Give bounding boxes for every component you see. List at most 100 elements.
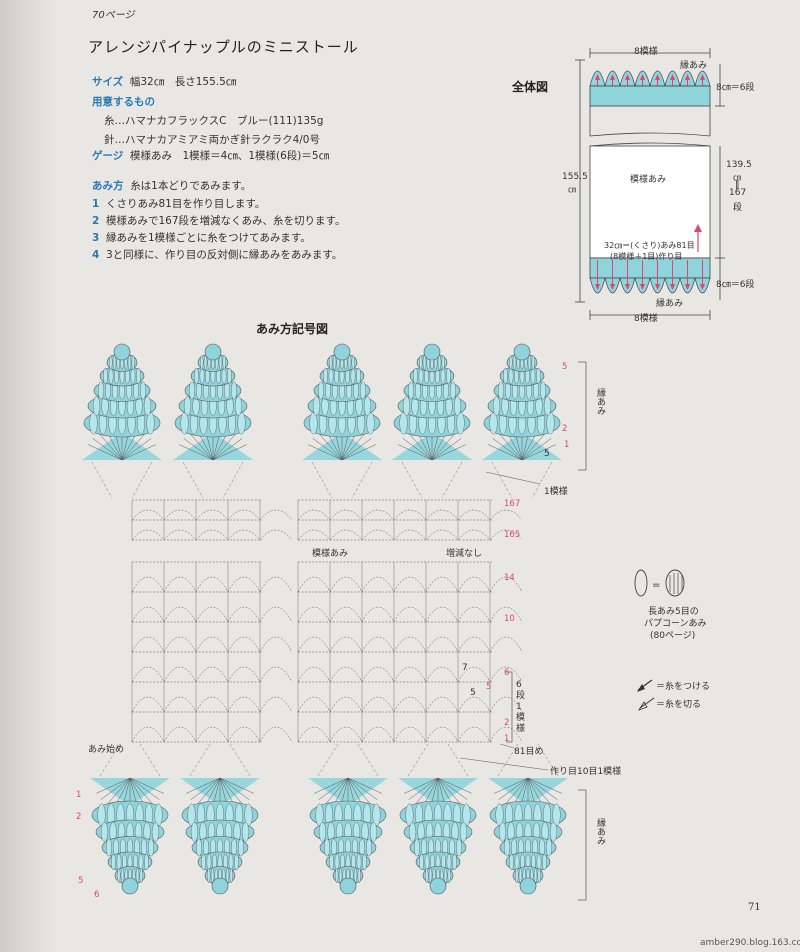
popcorn-stitch [101,396,109,416]
fan-stitch [100,777,131,800]
popcorn-stitch [357,411,366,435]
popcorn-stitch [325,803,334,827]
popcorn-stitch [215,355,219,370]
fan-stitch [347,777,365,809]
connector-line [357,743,379,777]
motif-scallop [107,851,153,873]
chain-arch [195,509,229,521]
popcorn-stitch [111,381,118,400]
overview-scallop [634,277,651,294]
fan-stitch [212,444,247,461]
popcorn-stitch [531,355,535,370]
fan-stitch [331,777,349,809]
chain-arch [227,509,261,521]
popcorn-stitch [111,853,116,871]
chain-arch [131,636,165,653]
popcorn-stitch [509,396,518,416]
pattern-title: アレンジパイナップルのミニストール [88,38,359,56]
popcorn-stitch [514,853,520,871]
motif-scallop [487,393,557,419]
popcorn-stitch [509,853,514,871]
popcorn-stitch [230,838,237,857]
popcorn-stitch [498,822,507,842]
overview-scallop [694,70,711,87]
popcorn-stitch [362,853,367,871]
popcorn-stitch [526,396,535,416]
overview-arrowhead [595,74,600,80]
popcorn-stitch [154,803,163,827]
motif-scallop [319,836,377,859]
overview-body-rows-unit: 段 [733,203,743,213]
pineapple-motif [308,777,388,895]
popcorn-stitch [456,838,463,857]
popcorn-stitch [132,381,139,400]
overview-body-eq: ‖ [735,180,740,190]
popcorn-stitch [536,853,542,871]
popcorn-stitch [435,838,442,857]
popcorn-stitch [244,803,253,827]
chain-arch [457,529,491,541]
popcorn-stitch [419,853,424,871]
row-label-10: 10 [504,614,515,624]
pineapple-motif [180,777,260,895]
chain-arch [297,576,331,593]
motif-scallop [403,819,473,845]
popcorn-stitch [428,838,435,857]
popcorn-stitch [114,367,119,385]
popcorn-stitch [414,838,421,857]
popcorn-stitch [147,838,154,857]
motif-scallop [483,408,561,438]
popcorn-stitch [124,868,128,883]
popcorn-stitch [125,381,132,400]
popcorn-stitch [434,355,438,370]
popcorn-stitch [201,853,206,871]
chain-arch [361,666,395,683]
overview-arrowhead [595,284,600,290]
edge-row-5-top: 5 [562,362,568,372]
overview-pattern: 模様あみ [630,175,667,185]
motif-base-triangle [398,778,478,806]
popcorn-stitch [228,853,234,871]
popcorn-stitch [543,396,552,416]
chain-arch [425,696,459,713]
edge-row-6-bottom: 6 [94,890,100,900]
overview-scallop [649,277,666,294]
popcorn-stitch [199,411,208,435]
popcorn-stitch [519,381,526,400]
overview-scallop [664,277,681,294]
popcorn-stitch [418,411,427,435]
popcorn-stitch [436,381,443,400]
chain-arch [329,696,363,713]
popcorn-stitch [338,868,343,883]
popcorn-stitch [533,803,542,827]
popcorn-stitch [334,853,340,871]
popcorn-stitch [346,868,350,883]
fan-stitch [121,432,146,461]
fan-stitch [179,444,214,461]
popcorn-stitch [351,853,356,871]
popcorn-stitch [537,868,541,883]
size-value: 幅32㎝ 長さ155.5㎝ [129,76,237,88]
motif-scallop [83,408,161,438]
method-label: あみ方 [92,180,124,192]
motif-scallop [309,800,387,830]
fan-stitch [212,438,243,461]
connector-line [351,461,373,499]
popcorn-stitch [195,381,202,400]
fan-stitch [129,777,154,806]
popcorn-stitch [106,803,115,827]
chain-arch [329,606,363,623]
popcorn-stitch [125,367,130,385]
overview-body-length: 139.5 [726,160,752,170]
fan-stitch [333,426,343,461]
popcorn-stitch [336,355,340,370]
fan-stitch [121,777,131,812]
page-gutter-shadow [0,0,58,952]
overview-arrowhead [685,284,690,290]
popcorn-stitch [533,868,538,883]
overview-arrowhead [655,284,660,290]
fan-stitch [519,777,529,812]
popcorn-stitch [206,803,215,827]
fan-stitch [431,444,466,461]
